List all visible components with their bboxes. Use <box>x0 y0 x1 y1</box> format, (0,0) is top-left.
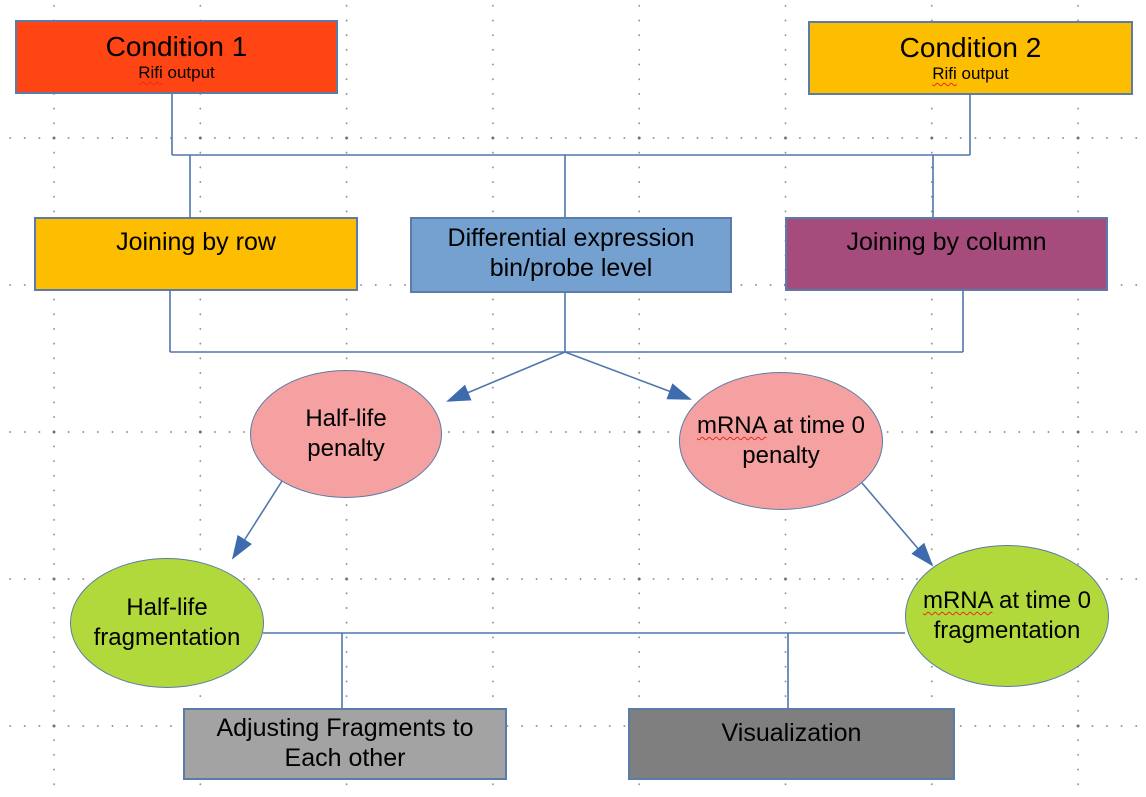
node-halflife-penalty-line2: penalty <box>307 435 385 462</box>
arrow-halflife-penalty-to-fragmentation[interactable] <box>231 480 283 560</box>
node-differential-expression[interactable]: Differential expression bin/probe level <box>410 217 732 293</box>
node-joining-by-column[interactable]: Joining by column <box>785 217 1108 291</box>
node-joining-by-row-label: Joining by row <box>116 228 276 256</box>
node-mrna-fragmentation-line1: mRNA at time 0 <box>922 587 1092 614</box>
node-halflife-fragmentation-line1: Half-life <box>126 594 208 621</box>
connector-conditions-to-middle-row[interactable] <box>171 94 971 218</box>
node-visualization-label: Visualization <box>721 719 862 747</box>
node-joining-by-row[interactable]: Joining by row <box>34 217 358 291</box>
arrow-split-to-mrna-penalty[interactable] <box>564 351 692 400</box>
node-mrna-fragmentation[interactable]: mRNA at time 0 fragmentation <box>905 545 1109 687</box>
node-halflife-fragmentation[interactable]: Half-life fragmentation <box>70 558 264 688</box>
node-adjusting-fragments-line2: Each other <box>284 744 406 772</box>
node-mrna-penalty-line2: penalty <box>742 442 820 469</box>
arrow-mrna-penalty-to-fragmentation[interactable] <box>861 482 934 567</box>
node-mrna-fragmentation-line2: fragmentation <box>933 617 1081 644</box>
node-condition-2-title: Condition 2 <box>899 31 1042 63</box>
node-condition-1[interactable]: Condition 1 Rifi output <box>15 20 338 94</box>
connector-middle-row-to-split[interactable] <box>169 291 964 353</box>
node-adjusting-fragments[interactable]: Adjusting Fragments to Each other <box>183 708 507 780</box>
node-halflife-fragmentation-line2: fragmentation <box>93 624 241 651</box>
node-differential-expression-line2: bin/probe level <box>489 254 653 282</box>
node-condition-1-subtitle: Rifi output <box>138 62 215 82</box>
node-adjusting-fragments-line1: Adjusting Fragments to <box>216 714 474 742</box>
node-halflife-penalty[interactable]: Half-life penalty <box>250 370 442 498</box>
node-halflife-penalty-line1: Half-life <box>305 405 387 432</box>
node-mrna-penalty[interactable]: mRNA at time 0 penalty <box>679 372 883 510</box>
node-visualization[interactable]: Visualization <box>628 708 955 780</box>
arrow-split-to-halflife-penalty[interactable] <box>446 351 566 402</box>
node-condition-1-title: Condition 1 <box>105 30 248 62</box>
node-differential-expression-line1: Differential expression <box>447 224 695 252</box>
node-joining-by-column-label: Joining by column <box>846 228 1047 256</box>
connector-fragmentation-to-outputs[interactable] <box>263 632 905 708</box>
node-mrna-penalty-line1: mRNA at time 0 <box>696 412 866 439</box>
node-condition-2[interactable]: Condition 2 Rifi output <box>808 21 1133 95</box>
node-condition-2-subtitle: Rifi output <box>932 63 1009 83</box>
